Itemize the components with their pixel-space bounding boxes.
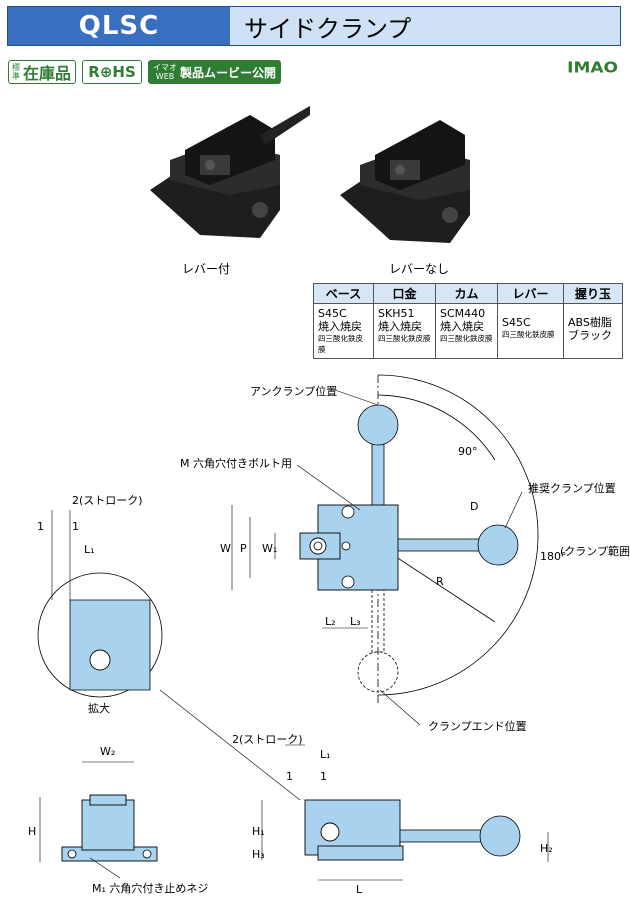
stock-badge-small: 標準 [12,63,20,81]
web-badge-small-1: イマオ [153,63,178,72]
label-enlarge: 拡大 [88,701,110,715]
web-badge-small: イマオ WEB [153,63,177,81]
dim-1-bottom: 1 [320,770,327,783]
label-stroke-top: 2(ストローク) [72,494,143,507]
dim-L3: L₃ [350,615,361,628]
dim-H3: H₃ [252,848,265,861]
web-movie-badge[interactable]: イマオ WEB 製品ムービー公開 [148,60,282,84]
cell-text: 焼入焼戻 [318,320,362,333]
cell-text: 四三酸化鉄皮膜 [502,330,555,339]
dim-P: P [240,542,247,555]
dim-D: D [470,500,478,513]
label-bolt: M 六角穴付きボルト用 [180,456,292,470]
label-180deg: 180° [540,550,567,563]
dim-L: L [356,883,363,896]
title-bar: QLSC サイドクランプ [7,6,621,46]
dim-L2: L₂ [325,615,336,628]
dim-W1: W₁ [262,542,277,555]
dim-W: W [220,542,231,555]
badges: 標準 在庫品 R⊕HS イマオ WEB 製品ムービー公開 [8,60,282,84]
header-knob: 握り玉 [563,283,623,304]
cell-text: S45C [318,307,347,320]
cell-text: SKH51 [378,307,415,320]
header-jaw: 口金 [373,283,436,304]
dim-1-bottom: 1 [286,770,293,783]
dim-H1: H₁ [252,825,265,838]
dim-R: R [436,575,444,588]
dim-L1: L₁ [84,543,95,556]
cell-text: SCM440 [440,307,486,320]
label-unclamp: アンクランプ位置 [250,384,337,398]
cell-text: 四三酸化鉄皮膜 [440,334,493,343]
photo-without-lever [340,120,470,243]
cell-knob: ABS樹脂ブラック [563,303,623,359]
header-base: ベース [313,283,374,304]
caption-without-lever: レバーなし [389,262,450,276]
label-clamp-end: クランプエンド位置 [428,719,527,733]
cell-text: S45C [502,316,531,329]
dim-1: 1 [37,520,44,533]
dim-H: H [28,825,36,838]
web-badge-small-2: WEB [155,72,175,81]
dim-W2: W₂ [100,745,115,758]
rohs-badge: R⊕HS [82,60,143,84]
cell-text: ブラック [568,329,612,342]
label-recommended: 推奨クランプ位置 [528,481,616,495]
materials-header-row: ベース 口金 カム レバー 握り玉 [313,283,623,304]
product-code: QLSC [8,7,230,45]
header-cam: カム [435,283,498,304]
cell-text: 四三酸化鉄皮膜 [378,334,431,343]
cell-text: 焼入焼戻 [378,320,422,333]
web-badge-label: 製品ムービー公開 [180,65,277,80]
cell-text: 焼入焼戻 [440,320,484,333]
imao-logo: IMAO [567,59,618,77]
dim-H2: H₂ [540,842,553,855]
photo-with-lever [150,105,310,238]
product-name: サイドクランプ [230,7,620,45]
label-set-screw: M₁ 六角穴付き止めネジ [92,881,208,895]
cell-text: 四三酸化鉄皮膜 [318,334,363,354]
stock-badge: 標準 在庫品 [8,60,77,84]
label-stroke-bottom: 2(ストローク) [232,733,303,746]
cell-text: ABS樹脂 [568,316,612,329]
label-clamp-range: (クランプ範囲) [560,544,630,558]
caption-with-lever: レバー付 [182,262,231,276]
stock-badge-label: 在庫品 [23,64,72,83]
label-90deg: 90° [458,445,478,458]
dim-L1-bottom: L₁ [320,748,331,761]
dim-1: 1 [72,520,79,533]
